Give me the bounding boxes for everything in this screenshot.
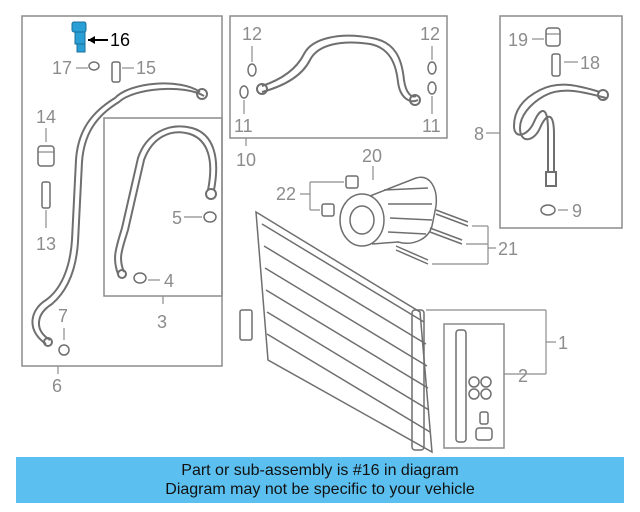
seal-5 — [203, 211, 217, 223]
o-ring-12b — [427, 61, 437, 75]
callout-8: 8 — [474, 124, 484, 144]
valve-15 — [111, 61, 134, 83]
callout-14: 14 — [36, 107, 56, 127]
ac-line-8 — [512, 83, 609, 187]
callout-12a: 12 — [242, 24, 262, 44]
cap-14 — [37, 145, 55, 167]
callout-5: 5 — [172, 208, 182, 228]
nut-22a — [345, 175, 359, 189]
hose-3 — [114, 125, 218, 279]
o-ring-11a — [239, 85, 249, 99]
callout-16: 16 — [110, 30, 130, 50]
callout-19: 19 — [508, 30, 528, 50]
banner-line-1: Part or sub-assembly is #16 in diagram — [181, 462, 459, 479]
group-frame-8 — [499, 15, 623, 229]
info-banner: Part or sub-assembly is #16 in diagram D… — [16, 457, 624, 503]
dryer-2 — [455, 329, 493, 443]
callout-11a: 11 — [234, 116, 253, 136]
callout-13: 13 — [36, 234, 56, 254]
callout-15: 15 — [136, 58, 156, 78]
callout-17: 17 — [52, 58, 72, 78]
callout-4: 4 — [164, 271, 174, 291]
seal-9 — [540, 204, 556, 216]
callout-20: 20 — [362, 146, 382, 166]
bolts-21 — [395, 209, 469, 265]
pressure-switch-16[interactable] — [71, 21, 108, 53]
nut-22b — [321, 203, 335, 217]
valve-core-13 — [41, 181, 51, 228]
callout-10: 10 — [236, 150, 256, 170]
group-frame-10 — [229, 15, 448, 139]
ac-line-6 — [31, 82, 208, 347]
callout-7: 7 — [58, 306, 68, 326]
group-frame-2 — [443, 323, 505, 449]
o-ring-17 — [76, 61, 100, 71]
valve-core-18 — [551, 53, 561, 77]
callout-3: 3 — [157, 312, 167, 332]
callout-22: 22 — [276, 184, 296, 204]
o-ring-12a — [247, 63, 257, 77]
callout-9: 9 — [572, 201, 582, 221]
o-ring-11b — [427, 81, 437, 95]
callout-12b: 12 — [420, 24, 440, 44]
ac-line-10 — [256, 34, 421, 106]
seal-7 — [58, 344, 70, 356]
cap-19 — [545, 27, 561, 47]
callout-6: 6 — [52, 376, 62, 396]
callout-21: 21 — [498, 239, 518, 259]
parts-diagram: 16 17 15 14 13 7 6 5 4 3 — [21, 15, 623, 454]
compressor-20 — [339, 176, 438, 247]
seal-4 — [133, 272, 147, 284]
callout-18: 18 — [580, 53, 600, 73]
callout-11b: 11 — [422, 116, 441, 136]
banner-line-2: Diagram may not be specific to your vehi… — [165, 481, 475, 498]
condenser-1 — [239, 210, 433, 454]
callout-2: 2 — [518, 366, 528, 386]
callout-1: 1 — [558, 333, 568, 353]
